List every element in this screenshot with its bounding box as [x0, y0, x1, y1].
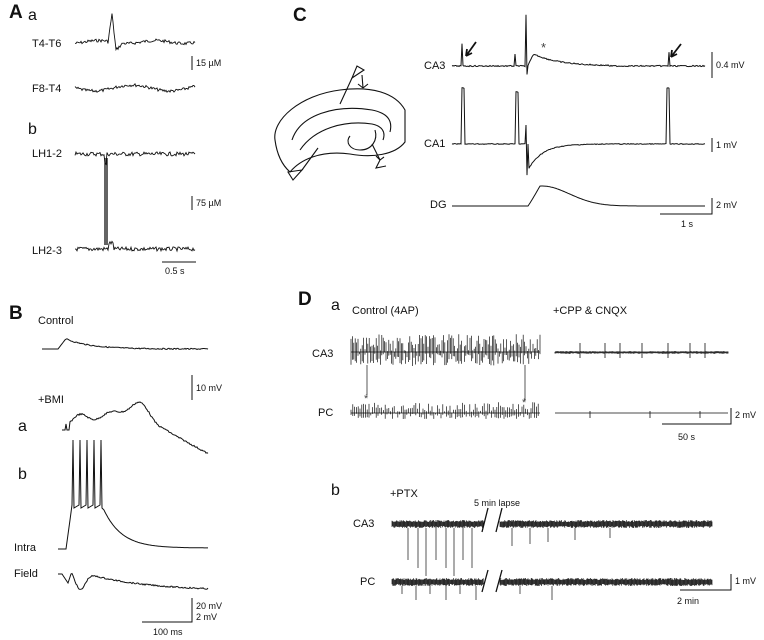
panel-D-sub-a: a	[331, 297, 340, 314]
trace-pc-Da-drug	[555, 411, 728, 418]
asterisk-C: *	[541, 40, 547, 55]
panel-C-letter: C	[293, 5, 307, 26]
scale-label-1mV-C: 1 mV	[716, 140, 738, 150]
scale-label-20mV: 20 mV	[196, 601, 223, 611]
scale-label-10mV: 10 mV	[196, 383, 223, 393]
trace-label-t4-t6: T4-T6	[32, 38, 62, 50]
panel-A-letter: A	[9, 2, 23, 23]
asterisk-Da-1: *	[364, 393, 369, 405]
label-control-4ap: Control (4AP)	[352, 305, 419, 317]
scale-label-2min: 2 min	[677, 596, 700, 606]
trace-label-lh1-2: LH1-2	[32, 148, 62, 160]
scale-label-1mV-Db: 1 mV	[735, 576, 757, 586]
trace-ca3-Da	[350, 334, 541, 366]
label-bmi: +BMI	[38, 394, 64, 406]
trace-ca3-C	[451, 14, 706, 75]
panel-D-letter: D	[298, 289, 312, 310]
scale-bar-Da	[662, 408, 732, 425]
arrow-ca3-right	[670, 43, 682, 58]
label-intra: Intra	[14, 542, 37, 554]
scale-label-04mV: 0.4 mV	[716, 60, 745, 70]
spike-train	[555, 411, 728, 418]
trace-pc-Da	[350, 402, 540, 419]
scale-bar-B-bottom	[142, 598, 193, 623]
asterisk-Da-2: *	[522, 397, 527, 409]
panel-B-letter: B	[9, 303, 23, 324]
trace-lh2-3	[75, 240, 196, 253]
panel-B-sub-b: b	[18, 466, 27, 483]
scale-label-15uM: 15 µM	[196, 58, 222, 68]
trace-f8-t4	[74, 82, 196, 93]
spike-train	[554, 343, 729, 358]
scale-label-1s: 1 s	[681, 219, 694, 229]
trace-label-ca3-Da: CA3	[312, 348, 334, 360]
scale-bar-Db	[680, 574, 732, 591]
trace-label-ca1-C: CA1	[424, 138, 446, 150]
trace-ca1-C	[451, 87, 706, 176]
trace-field	[58, 572, 209, 590]
spike-train	[391, 578, 713, 600]
trace-label-pc-Db: PC	[360, 576, 376, 588]
scale-label-2mV-B: 2 mV	[196, 612, 218, 622]
trace-ca3-Db	[391, 520, 713, 576]
panel-B-sub-a: a	[18, 418, 27, 435]
trace-label-ca3-Db: CA3	[353, 518, 375, 530]
trace-lh1-2	[74, 150, 196, 166]
label-field: Field	[14, 568, 38, 580]
trace-pc-Db	[391, 578, 713, 600]
spike-train	[350, 402, 540, 419]
scale-label-100ms: 100 ms	[153, 627, 183, 637]
label-control: Control	[38, 315, 74, 327]
trace-label-lh2-3: LH2-3	[32, 245, 62, 257]
scale-label-75uM: 75 µM	[196, 198, 222, 208]
trace-ca3-Da-drug	[554, 343, 729, 358]
hippocampus-drawing	[274, 65, 406, 181]
trace-dg-C	[452, 185, 705, 207]
panel-D-sub-b: b	[331, 482, 340, 499]
trace-control	[42, 338, 209, 350]
panel-A-sub-a: a	[28, 7, 37, 24]
scale-label-2mV-C: 2 mV	[716, 200, 738, 210]
trace-label-pc-Da: PC	[318, 407, 334, 419]
scale-bar-2mV-C	[660, 198, 713, 215]
lapse-break-ca3	[481, 507, 503, 533]
trace-label-ca3-C: CA3	[424, 60, 446, 72]
scale-label-05s: 0.5 s	[165, 266, 185, 276]
label-5min-lapse: 5 min lapse	[474, 498, 521, 508]
trace-bmi-a	[62, 401, 209, 454]
panel-A-sub-b: b	[28, 121, 37, 138]
arrow-ca3-left	[465, 41, 477, 57]
label-ptx: +PTX	[390, 488, 418, 500]
trace-intra-b	[58, 439, 208, 550]
trace-label-f8-t4: F8-T4	[32, 83, 62, 95]
spike-train	[391, 520, 713, 576]
spike-lh-connect	[104, 158, 108, 245]
trace-t4-t6	[74, 13, 196, 52]
lapse-break-pc	[481, 569, 503, 593]
spike-train	[350, 334, 541, 366]
scale-label-2mV-Da: 2 mV	[735, 410, 757, 420]
label-cpp-cnqx: +CPP & CNQX	[553, 305, 628, 317]
trace-label-dg-C: DG	[430, 199, 447, 211]
scale-label-50s: 50 s	[678, 432, 696, 442]
